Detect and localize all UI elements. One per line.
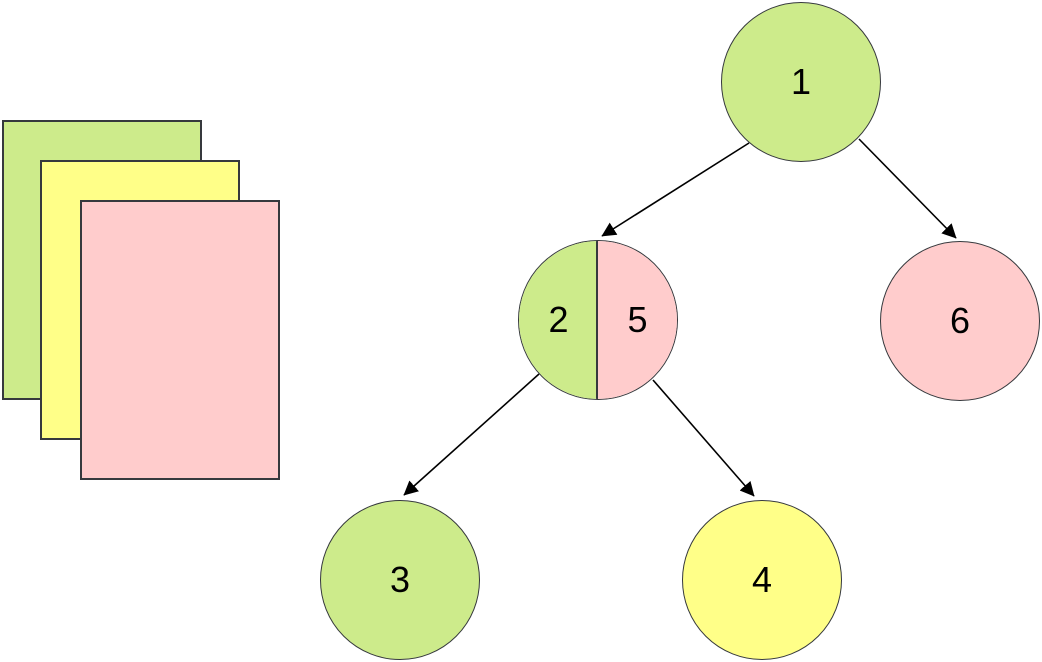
stacked-sheet-pink [80, 200, 280, 480]
edge-node1-to-node2-5 [601, 142, 750, 237]
node-5-label: 5 [627, 299, 648, 340]
tree-node-4: 4 [682, 500, 842, 660]
edge-node1-to-node6 [858, 138, 957, 239]
tree-node-3: 3 [320, 500, 480, 660]
tree-node-2-5: 2 5 [518, 240, 678, 400]
node-3-label: 3 [389, 559, 411, 600]
node-2-label: 2 [548, 299, 569, 340]
node-6-label: 6 [949, 300, 971, 341]
tree-node-6: 6 [880, 241, 1040, 401]
node-2-5-right-half [598, 241, 677, 399]
tree-node-1: 1 [721, 2, 881, 162]
node-4-label: 4 [751, 559, 773, 600]
node-1-label: 1 [790, 61, 812, 102]
node-2-5-left-half [519, 241, 598, 399]
